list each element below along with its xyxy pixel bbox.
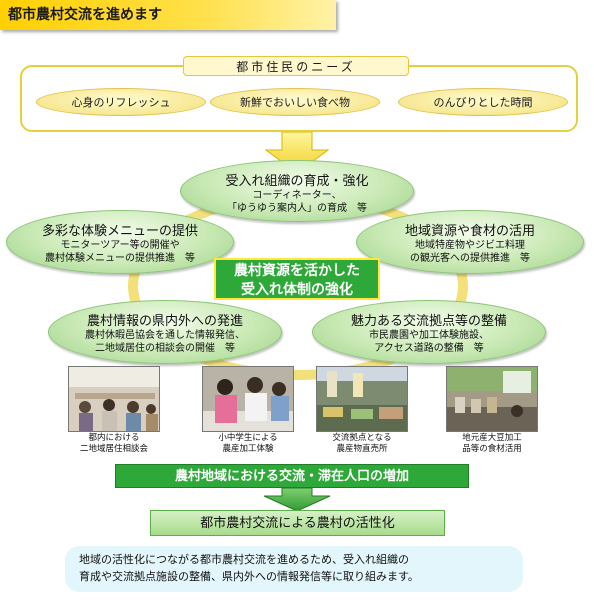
caption-ingredients: 地元産大豆加工 品等の食材活用 xyxy=(434,433,550,455)
photo-consultation-image xyxy=(69,367,160,432)
bubble-facilities: 魅力ある交流拠点等の整備 市民農園や加工体験施設、 アクセス道路の整備 等 xyxy=(312,300,546,364)
caption-market-line2: 農産物直売所 xyxy=(304,444,420,455)
bubble-resources-line1: 地域特産物やジビエ料理 xyxy=(357,239,583,252)
summary-line1: 地域の活性化につながる都市農村交流を進めるため、受入れ組織の xyxy=(79,551,509,568)
caption-ingredients-line1: 地元産大豆加工 xyxy=(434,433,550,444)
caption-processing-line1: 小中学生による xyxy=(190,433,306,444)
bubble-experience-line1: モニターツアー等の開催や xyxy=(7,239,233,252)
caption-processing: 小中学生による 農産加工体験 xyxy=(190,433,306,455)
center-line2: 受入れ体制の強化 xyxy=(216,281,378,300)
need-item-refresh: 心身のリフレッシュ xyxy=(36,88,206,116)
bubble-organization: 受入れ組織の育成・強化 コーディネーター、 「ゆうゆう案内人」の育成 等 xyxy=(180,160,414,222)
down-arrow-icon xyxy=(262,488,332,512)
bubble-information-title: 農村情報の県内外への発進 xyxy=(49,310,281,329)
bubble-information-line1: 農村休暇邑協会を通した情報発信、 xyxy=(49,329,281,342)
summary-box: 地域の活性化につながる都市農村交流を進めるため、受入れ組織の 育成や交流拠点施設… xyxy=(65,546,523,592)
result-bar: 農村地域における交流・滞在人口の増加 xyxy=(115,464,469,488)
need-item-food: 新鮮でおいしい食べ物 xyxy=(210,88,380,116)
bubble-organization-line1: コーディネーター、 xyxy=(181,189,413,202)
bubble-organization-title: 受入れ組織の育成・強化 xyxy=(181,170,413,189)
center-banner: 農村資源を活かした 受入れ体制の強化 xyxy=(214,258,380,300)
caption-ingredients-line2: 品等の食材活用 xyxy=(434,444,550,455)
bubble-experience-menu: 多彩な体験メニューの提供 モニターツアー等の開催や 農村体験メニューの提供推進 … xyxy=(6,210,234,274)
photo-ingredients xyxy=(446,366,538,432)
photo-ingredients-image xyxy=(447,367,538,432)
photo-processing-image xyxy=(203,367,294,432)
photo-market-image xyxy=(317,367,408,432)
bubble-experience-title: 多彩な体験メニューの提供 xyxy=(7,220,233,239)
center-line1: 農村資源を活かした xyxy=(216,262,378,281)
caption-consultation: 都内における 二地域居住相談会 xyxy=(56,433,172,455)
bubble-facilities-line2: アクセス道路の整備 等 xyxy=(313,342,545,355)
photo-consultation xyxy=(68,366,160,432)
final-bar: 都市農村交流による農村の活性化 xyxy=(150,510,445,536)
bubble-facilities-line1: 市民農園や加工体験施設、 xyxy=(313,329,545,342)
caption-market: 交流拠点となる 農産物直売所 xyxy=(304,433,420,455)
caption-processing-line2: 農産加工体験 xyxy=(190,444,306,455)
caption-market-line1: 交流拠点となる xyxy=(304,433,420,444)
bubble-organization-line2: 「ゆうゆう案内人」の育成 等 xyxy=(181,202,413,215)
photo-processing xyxy=(202,366,294,432)
need-item-time: のんびりとした時間 xyxy=(398,88,568,116)
bubble-resources-title: 地域資源や食材の活用 xyxy=(357,220,583,239)
caption-consultation-line1: 都内における xyxy=(56,433,172,444)
bubble-information: 農村情報の県内外への発進 農村休暇邑協会を通した情報発信、 二地域居住の相談会の… xyxy=(48,300,282,364)
summary-line2: 育成や交流拠点施設の整備、県内外への情報発信等に取り組みます。 xyxy=(79,568,509,585)
bubble-resources-line2: の観光客への提供推進 等 xyxy=(357,252,583,265)
needs-header: 都市住民のニーズ xyxy=(183,56,409,76)
bubble-experience-line2: 農村体験メニューの提供推進 等 xyxy=(7,252,233,265)
page-title: 都市農村交流を進めます xyxy=(0,0,336,30)
caption-consultation-line2: 二地域居住相談会 xyxy=(56,444,172,455)
photo-market xyxy=(316,366,408,432)
bubble-local-resources: 地域資源や食材の活用 地域特産物やジビエ料理 の観光客への提供推進 等 xyxy=(356,210,584,274)
bubble-information-line2: 二地域居住の相談会の開催 等 xyxy=(49,342,281,355)
bubble-facilities-title: 魅力ある交流拠点等の整備 xyxy=(313,310,545,329)
